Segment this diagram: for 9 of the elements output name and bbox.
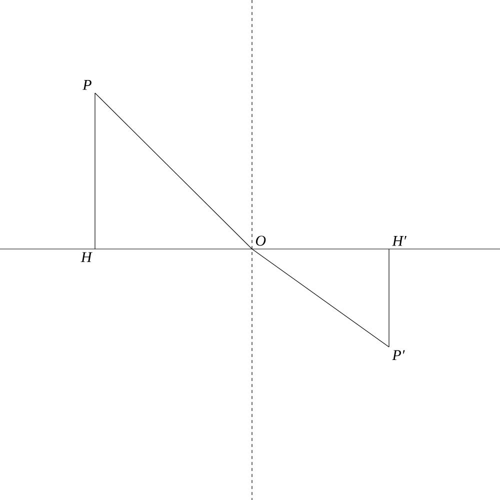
point-label: O xyxy=(256,236,266,246)
line-segment xyxy=(388,248,390,348)
point-label: P′ xyxy=(392,350,405,360)
point-label: H xyxy=(80,252,92,262)
line-segment xyxy=(94,92,252,250)
point-label: P xyxy=(82,80,92,90)
line-segment xyxy=(94,92,96,250)
point-label: H′ xyxy=(392,236,406,246)
line-segment xyxy=(252,248,390,348)
